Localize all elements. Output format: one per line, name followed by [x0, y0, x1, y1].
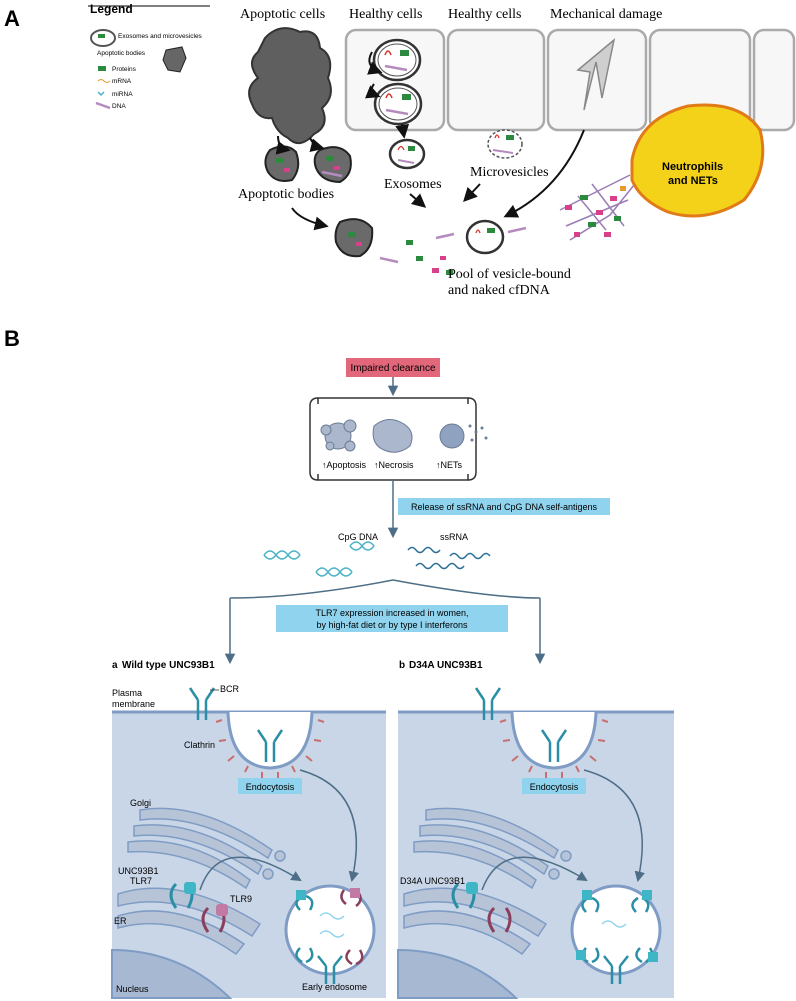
label-pool-line2: and naked cfDNA	[448, 283, 551, 298]
label-tlr7: TLR7	[130, 876, 152, 886]
arrow-to-apoptotic-bodies-1	[275, 135, 291, 155]
header-apoptotic-cells: Apoptotic cells	[240, 7, 325, 22]
release-box	[398, 498, 610, 515]
arrow-to-apoptotic-bodies-2	[309, 137, 325, 153]
label-unc93b1: UNC93B1	[118, 866, 159, 876]
arrow-bodies-to-pool	[291, 207, 329, 231]
arrow-microvesicle-to-pool	[463, 183, 481, 203]
label-exosomes: Exosomes	[384, 177, 442, 192]
endocytosis-box-right	[522, 778, 586, 794]
legend-item-proteins: Proteins	[112, 66, 137, 73]
exosome	[388, 138, 426, 170]
exosome-legend-icon	[90, 29, 116, 47]
cpg-dna-helices	[263, 541, 375, 577]
label-neutrophils-line1: Neutrophils	[662, 161, 723, 173]
legend-item-apoptotic-bodies: Apoptotic bodies	[97, 50, 146, 57]
label-plasma-line2: membrane	[112, 699, 155, 709]
arrow-mvb-1	[367, 51, 383, 75]
label-tlr9: TLR9	[230, 894, 252, 904]
label-neutrophils-line2: and NETs	[668, 175, 718, 187]
early-endosome-d34a	[570, 884, 662, 984]
mechanical-damage-mark	[576, 38, 616, 111]
panel-b-label: B	[4, 326, 20, 351]
ssrna-strands	[407, 546, 491, 570]
mirna-legend-icon	[97, 91, 105, 97]
arrow-mvb-2	[365, 83, 381, 99]
label-d34a-unc93b1: D34A UNC93B1	[400, 876, 465, 886]
apoptotic-body-legend-icon	[162, 46, 187, 73]
d34a-unc93b1-protein	[466, 882, 478, 894]
cell-d34a: Endocytosis	[397, 687, 674, 999]
endocytosis-box-left	[238, 778, 302, 794]
apoptosis-cell-icon	[320, 419, 357, 452]
label-golgi: Golgi	[130, 798, 151, 808]
arrow-exosome-to-pool	[409, 193, 427, 208]
header-healthy-cells-1: Healthy cells	[349, 7, 422, 22]
label-nets: ↑NETs	[436, 460, 463, 470]
legend: Legend Exosomes and microvesicles Apopto…	[88, 2, 210, 110]
panel-b-b-title: D34A UNC93B1	[409, 660, 483, 671]
label-nucleus: Nucleus	[116, 984, 149, 994]
label-apoptotic-bodies: Apoptotic bodies	[238, 187, 334, 202]
tlr7-box	[276, 605, 508, 632]
nets-mesh	[559, 174, 635, 241]
label-bcr: BCR	[220, 684, 240, 694]
apoptotic-cell	[248, 27, 332, 145]
label-cpg-dna: CpG DNA	[338, 532, 378, 542]
label-er: ER	[114, 916, 127, 926]
label-necrosis: ↑Necrosis	[374, 460, 414, 470]
endocytosis-label-right: Endocytosis	[530, 782, 579, 792]
necrosis-cell-icon	[372, 419, 413, 453]
arrow-damage-to-pool	[503, 129, 585, 218]
label-pool-line1: Pool of vesicle-bound	[448, 267, 571, 282]
legend-item-exosomes: Exosomes and microvesicles	[118, 33, 203, 40]
header-healthy-cells-2: Healthy cells	[448, 7, 521, 22]
panel-b-a-title: Wild type UNC93B1	[122, 660, 215, 671]
microvesicle	[487, 129, 523, 159]
tlr7-text-line1: TLR7 expression increased in women,	[315, 608, 468, 618]
neutrophil	[630, 103, 765, 218]
dna-legend-icon	[95, 101, 111, 110]
panel-a: A Legend Exosomes and microvesicles Apop…	[4, 2, 796, 298]
er	[117, 887, 262, 956]
panel-a-label: A	[4, 6, 20, 31]
arrow-golgi-to-endosome	[199, 856, 302, 891]
tlr7-text-line2: by high-fat diet or by type I interferon…	[316, 620, 468, 630]
panel-b-b-letter: b	[399, 660, 405, 671]
apoptotic-bodies-group	[264, 145, 352, 184]
label-early-endosome: Early endosome	[302, 982, 367, 992]
label-microvesicles: Microvesicles	[470, 165, 549, 180]
arrow-to-exosome	[395, 123, 410, 139]
impaired-clearance-text: Impaired clearance	[350, 363, 435, 374]
nets-cell-icon	[439, 423, 488, 449]
multivesicular-bodies	[372, 38, 423, 126]
panel-b-a-letter: a	[112, 660, 118, 671]
label-plasma-line1: Plasma	[112, 688, 142, 698]
impaired-clearance-box	[346, 358, 440, 377]
legend-item-mirna: miRNA	[112, 91, 133, 98]
header-mechanical-damage: Mechanical damage	[550, 7, 662, 22]
cell-wild-type: Endocytosis	[111, 687, 386, 999]
legend-item-dna: DNA	[112, 103, 126, 110]
legend-title: Legend	[90, 2, 133, 16]
label-apoptosis: ↑Apoptosis	[322, 460, 367, 470]
unc93b1-protein	[184, 882, 196, 894]
label-clathrin: Clathrin	[184, 740, 215, 750]
golgi	[127, 807, 286, 890]
label-ssrna: ssRNA	[440, 532, 468, 542]
release-text: Release of ssRNA and CpG DNA self-antige…	[411, 502, 598, 512]
pool-vesicle	[465, 219, 505, 255]
bcr-receptor	[188, 687, 216, 720]
protein-legend-icon	[98, 66, 106, 71]
endocytosis-label-left: Endocytosis	[246, 782, 295, 792]
arrow-endocytosis-to-endosome	[299, 769, 359, 883]
pool-apoptotic-body	[334, 218, 374, 258]
mrna-legend-icon	[97, 79, 111, 83]
legend-item-mrna: mRNA	[112, 78, 132, 85]
panel-b: B Impaired clearance ↑Apoptosis ↑Necrosi…	[4, 326, 674, 999]
pool-free-molecules	[379, 226, 527, 275]
split-lines	[229, 579, 541, 599]
early-endosome	[284, 884, 376, 984]
nucleus	[111, 948, 233, 999]
